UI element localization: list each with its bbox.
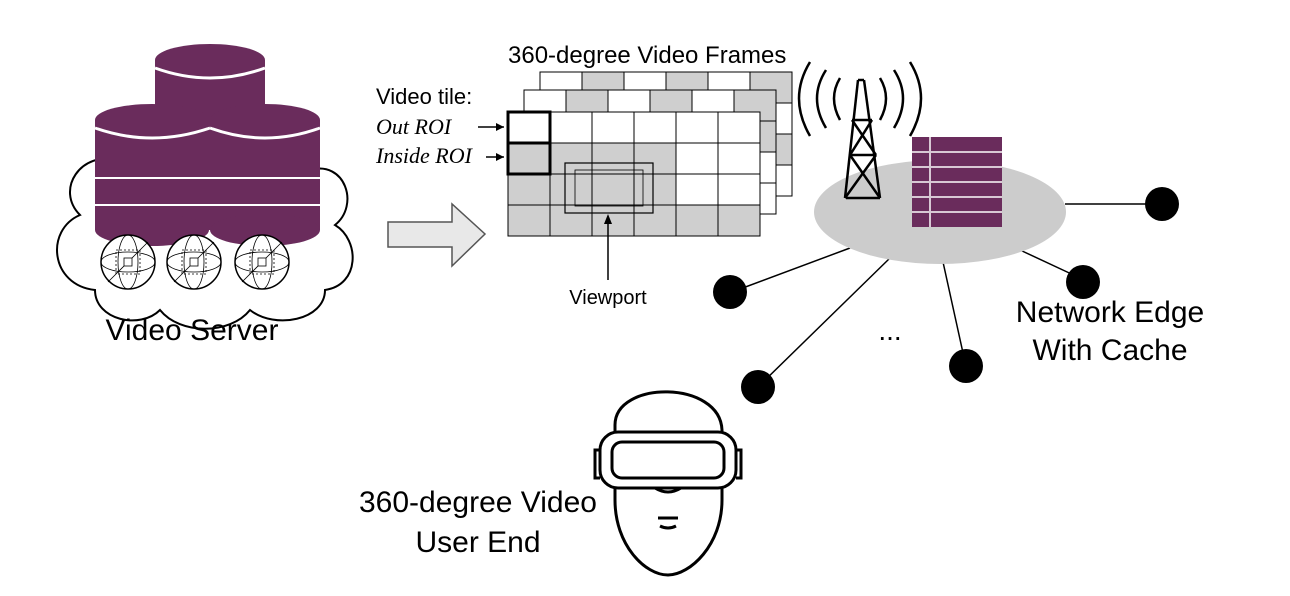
video-frames-group: 360-degree Video Frames Video tile: Out … [375, 42, 793, 309]
video-tile [675, 204, 719, 237]
360-video-sphere-icon [100, 234, 156, 290]
inside-roi-tile [506, 141, 552, 176]
video-tile [507, 173, 551, 206]
right-arrow-icon [387, 202, 487, 268]
video-tile [591, 204, 635, 237]
video-tile [507, 204, 551, 237]
cache-storage-icon [912, 137, 1002, 227]
video-tile [591, 173, 635, 206]
network-edge-label-line1: Network Edge [1016, 296, 1204, 329]
video-tile [591, 111, 635, 144]
viewport-box-inner [574, 169, 644, 207]
video-tile [675, 142, 719, 175]
video-tile [549, 173, 593, 206]
viewport-box-outer [564, 162, 654, 214]
edge-node [713, 275, 747, 309]
video-tile [717, 111, 761, 144]
network-edge-label-line2: With Cache [1032, 334, 1187, 367]
video-tile [507, 142, 551, 175]
frames-title: 360-degree Video Frames [508, 42, 786, 69]
out-roi-label: Out ROI [376, 114, 453, 139]
video-tile [633, 204, 677, 237]
video-tile [591, 142, 635, 175]
edge-node [1145, 187, 1179, 221]
video-tile [717, 204, 761, 237]
video-tile-label: Video tile: [376, 84, 472, 109]
video-tile [549, 204, 593, 237]
cell-tower-icon [797, 61, 923, 200]
video-tile [507, 111, 551, 144]
360-video-sphere-icon [234, 234, 290, 290]
video-tile [717, 142, 761, 175]
user-end-group: 360-degree Video User End [359, 390, 743, 577]
database-cylinders-icon [94, 44, 321, 246]
video-tile [549, 142, 593, 175]
video-tile [675, 173, 719, 206]
video-tile [633, 142, 677, 175]
video-tile [717, 173, 761, 206]
video-server-group: Video Server [56, 44, 354, 347]
network-edge-group: ... Network Edge With Cache [713, 61, 1204, 404]
viewport-label: Viewport [569, 287, 647, 309]
ellipsis-label: ... [878, 315, 901, 346]
user-end-label-line1: 360-degree Video [359, 486, 597, 519]
vr-headset-user-icon [593, 390, 743, 577]
edge-link [759, 257, 891, 386]
edge-link [942, 261, 966, 363]
edge-node [949, 349, 983, 383]
video-tile [633, 173, 677, 206]
video-tile [633, 111, 677, 144]
edge-node [741, 370, 775, 404]
video-tile [675, 111, 719, 144]
inside-roi-label: Inside ROI [375, 143, 474, 168]
video-server-label: Video Server [106, 314, 279, 347]
video-tile [549, 111, 593, 144]
360-video-sphere-icon [166, 234, 222, 290]
edge-node [1066, 265, 1100, 299]
user-end-label-line2: User End [415, 526, 540, 559]
edge-link [731, 247, 851, 293]
